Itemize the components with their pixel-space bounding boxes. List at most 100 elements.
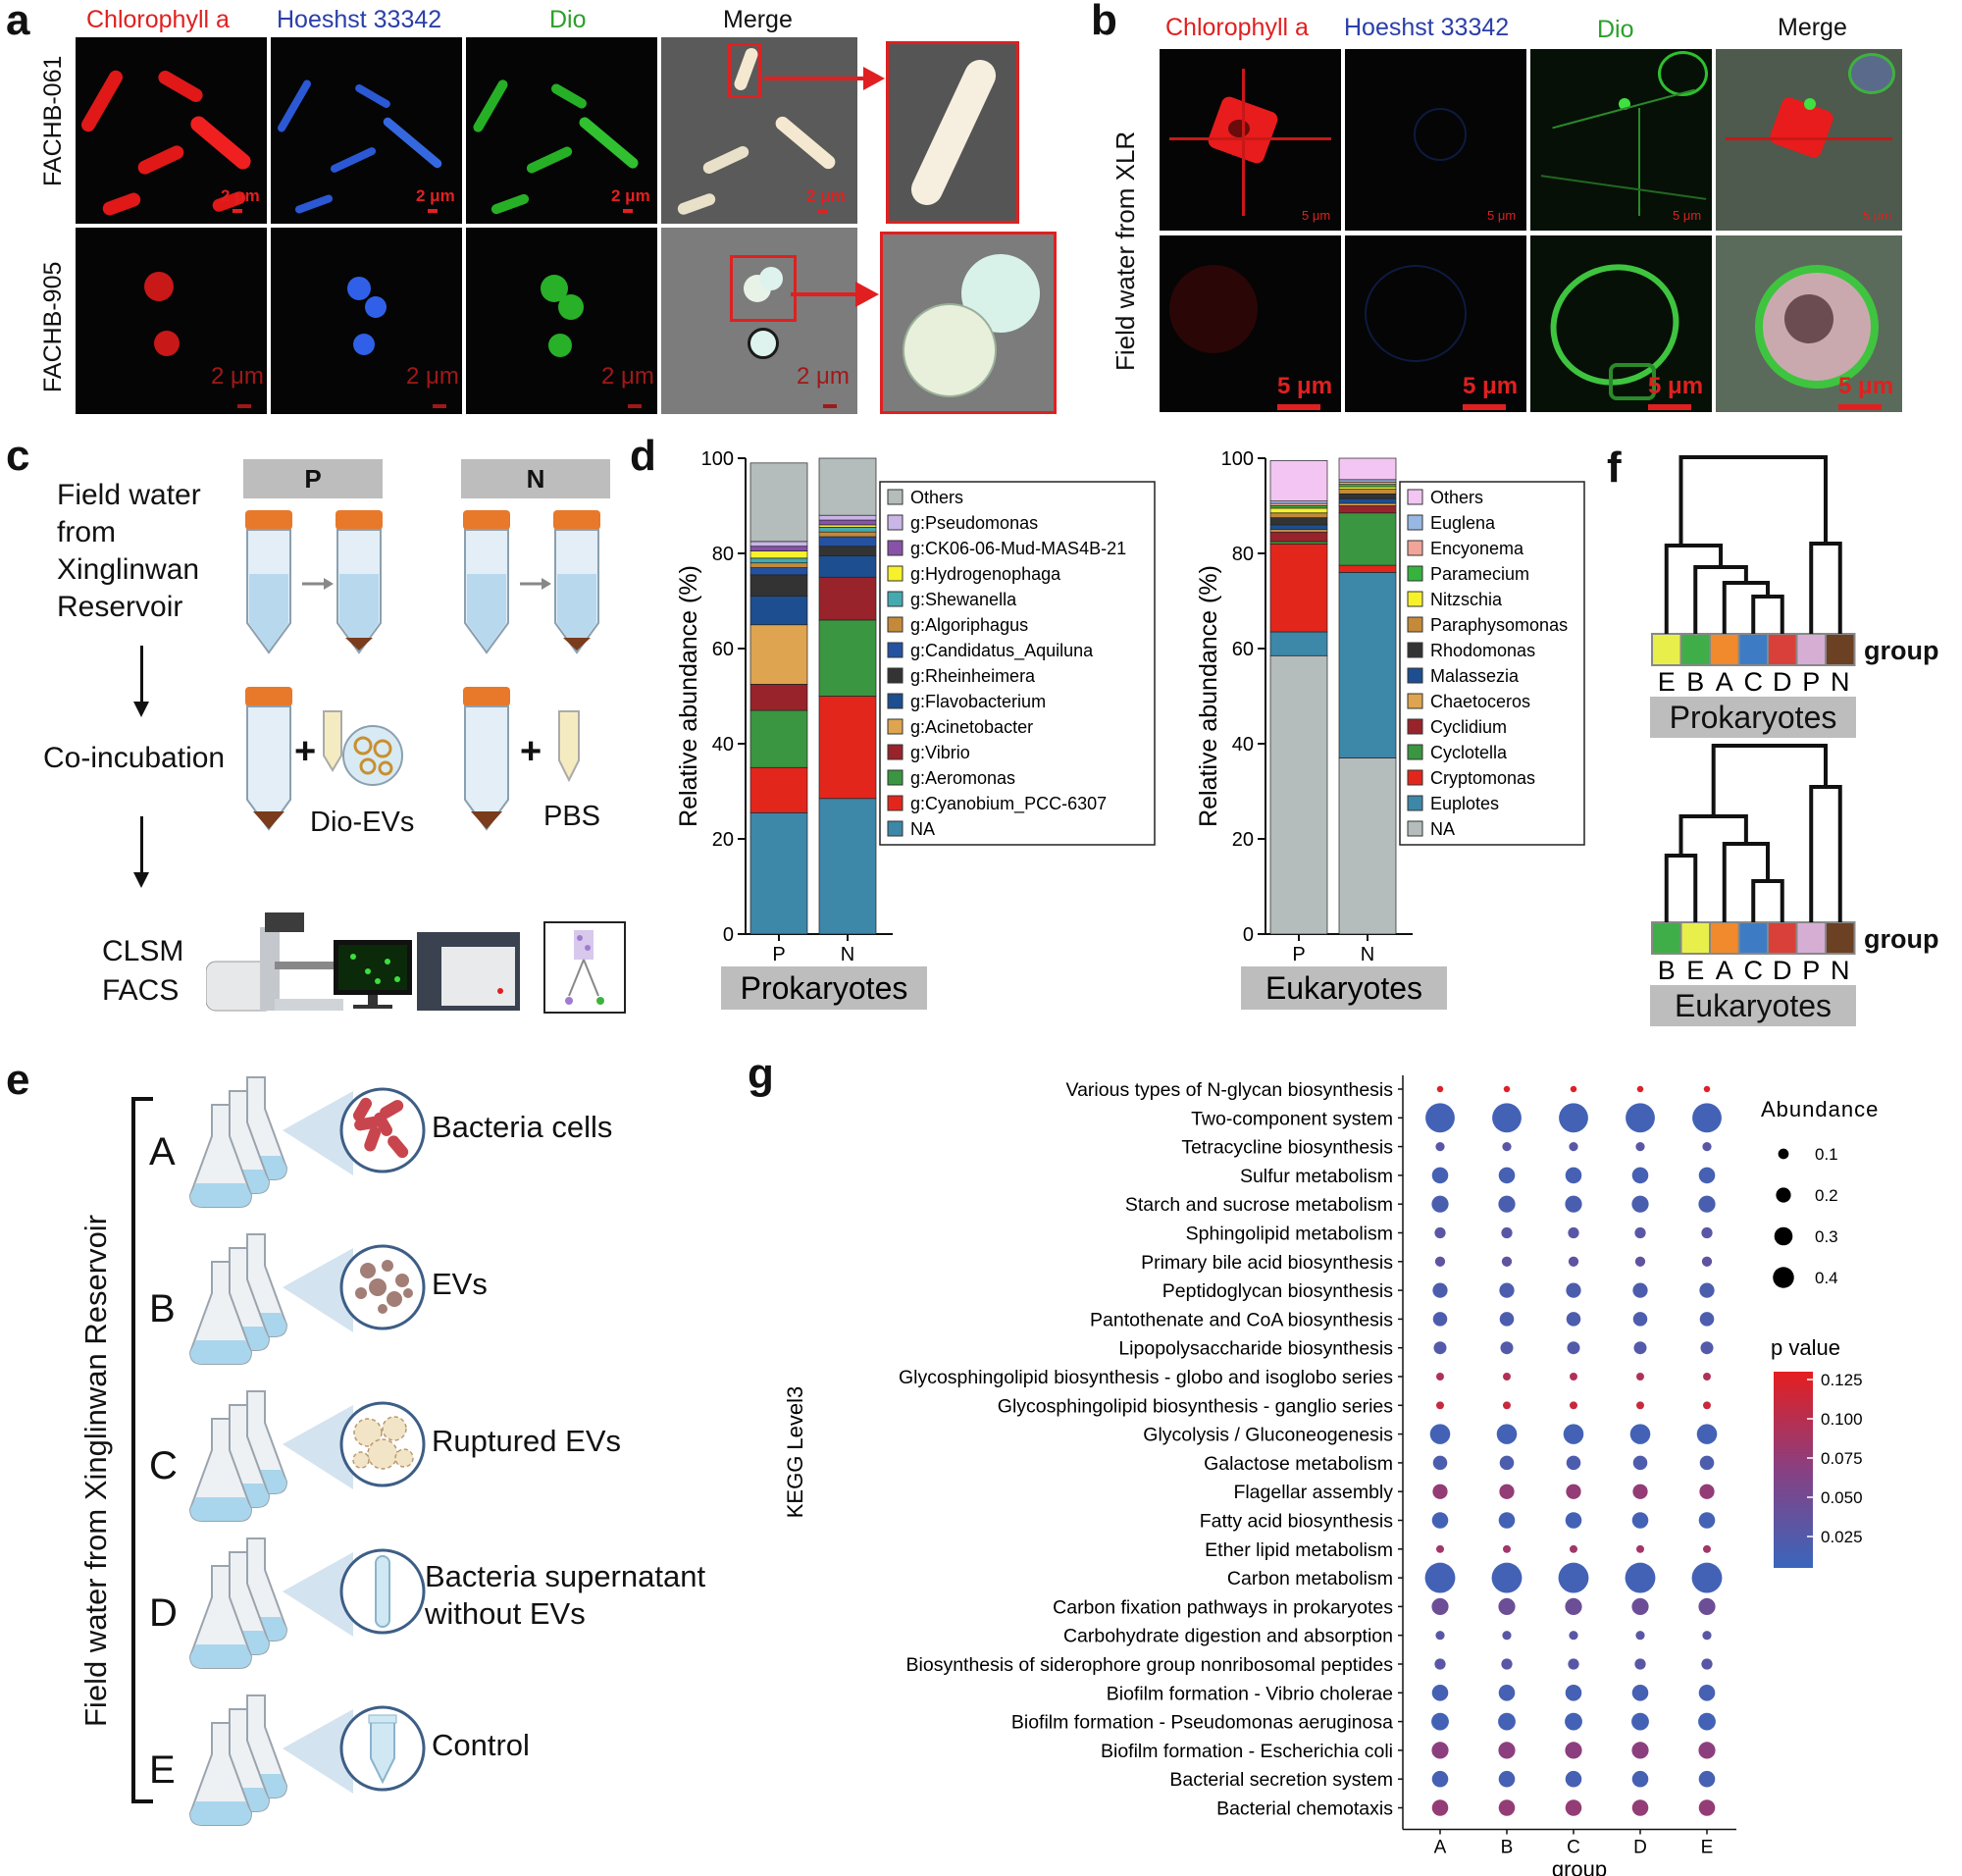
bar-segment (1269, 517, 1328, 526)
bubble (1634, 1256, 1646, 1267)
size-legend-title: Abundance (1761, 1097, 1879, 1121)
color-legend-label: 0.125 (1821, 1371, 1863, 1389)
legend-swatch (887, 820, 904, 837)
bubble (1565, 1712, 1582, 1731)
tube-icon (463, 510, 510, 654)
y-axis-label: Relative abundance (%) (1195, 565, 1222, 827)
chart-title: Eukaryotes (1265, 970, 1422, 1006)
bubble (1701, 1226, 1713, 1239)
x-tick-label: D (1633, 1838, 1647, 1858)
legend-swatch (1407, 795, 1423, 811)
micrograph-b1-hoechst: 5 μm (1345, 49, 1526, 231)
group-letter: A (1716, 956, 1733, 985)
bubble (1565, 1742, 1582, 1759)
legend-swatch (887, 616, 904, 633)
y-tick-label: 100 (701, 448, 734, 470)
bubble (1631, 1770, 1649, 1788)
legend-entry: Cryptomonas (1430, 768, 1535, 788)
dendrogram-branch (1722, 581, 1770, 634)
dendrogram-branch (1751, 879, 1784, 922)
bar-segment (749, 546, 808, 551)
small-tube-icon (323, 710, 342, 772)
bar-segment (818, 457, 877, 516)
group-letter: P (1802, 956, 1820, 985)
legend-entry: g:Shewanella (910, 590, 1017, 609)
pathway-label: Fatty acid biosynthesis (1200, 1511, 1394, 1533)
bar-segment (818, 536, 877, 547)
legend-entry: g:CK06-06-Mud-MAS4B-21 (910, 539, 1126, 558)
bubble (1499, 1282, 1515, 1298)
pathway-label: Biosynthesis of siderophore group nonrib… (906, 1654, 1394, 1676)
legend-box (879, 481, 1156, 846)
micrograph-a1-dio: 2 μm (466, 37, 657, 224)
bubble (1698, 1195, 1716, 1213)
group-color-cell (1679, 633, 1711, 666)
bubble (1625, 1562, 1656, 1593)
bar-segment (1338, 484, 1397, 488)
ev-icon (403, 1288, 413, 1298)
legend-entry: g:Pseudomonas (910, 513, 1038, 533)
bubble (1692, 1103, 1722, 1133)
legend-swatch (887, 540, 904, 556)
dendrogram-branch (1809, 785, 1842, 922)
x-tick-label: N (1361, 944, 1374, 965)
x-tick-label: A (1434, 1838, 1447, 1858)
workflow-tubes (245, 510, 600, 831)
color-legend-label: 0.075 (1821, 1449, 1863, 1468)
bubble (1503, 1373, 1511, 1381)
bubble (1633, 1341, 1647, 1355)
legend-entry: g:Aeromonas (910, 768, 1015, 788)
group-color-cell (1709, 921, 1740, 955)
bubble (1429, 1424, 1451, 1444)
bubble (1698, 1167, 1716, 1184)
panel-b-channel-hoechst: Hoeshst 33342 (1344, 14, 1510, 41)
bubble (1498, 1195, 1516, 1213)
bar-segment (818, 519, 877, 526)
bubble (1703, 1544, 1711, 1553)
microtube-cap (368, 1714, 397, 1724)
bubble (1501, 1226, 1513, 1239)
down-arrow-1 (140, 646, 143, 704)
legend-swatch (1407, 642, 1423, 658)
scale-label: 5 μm (1487, 208, 1517, 223)
bubble (1568, 1256, 1579, 1267)
bar-segment (749, 684, 808, 711)
bar-segment (1269, 507, 1328, 514)
group-color-cell (1651, 921, 1682, 955)
pathway-label: Glycosphingolipid biosynthesis - ganglio… (998, 1395, 1393, 1417)
panel-f-label: f (1607, 443, 1622, 492)
legend-swatch (1407, 693, 1423, 709)
group-letter: N (1831, 667, 1850, 697)
group-label-prokaryotes: group (1864, 636, 1939, 665)
legend-swatch (887, 769, 904, 786)
bacteria-icon (380, 1100, 404, 1119)
bubble (1563, 1424, 1584, 1444)
bubble (1492, 1103, 1522, 1133)
legend-entry: Chaetoceros (1430, 692, 1530, 711)
group-letter: D (149, 1591, 178, 1635)
micrograph-a1-zoom (886, 41, 1019, 224)
bacteria-icon (364, 1126, 382, 1152)
bubble (1636, 1085, 1644, 1093)
legend-swatch (887, 565, 904, 582)
bubble (1702, 1142, 1712, 1152)
step-analysis: CLSM FACS (102, 935, 184, 1007)
bubble (1434, 1658, 1446, 1670)
legend-swatch (1407, 744, 1423, 760)
bar-segment (818, 524, 877, 528)
scale-label: 5 μm (1863, 208, 1892, 223)
bubble (1570, 1085, 1577, 1093)
dendrogram-branch (1809, 542, 1842, 634)
legend-swatch (887, 667, 904, 684)
panel-d-label: d (630, 432, 656, 480)
group-description: Ruptured EVs (432, 1424, 621, 1458)
group-color-cell (1795, 633, 1827, 666)
bar-segment (1338, 505, 1397, 514)
bubble (1431, 1799, 1449, 1816)
bubble (1703, 1401, 1711, 1410)
group-letter: B (1658, 956, 1676, 985)
legend-swatch (1407, 565, 1423, 582)
step-coincubation: Co-incubation (43, 742, 226, 774)
